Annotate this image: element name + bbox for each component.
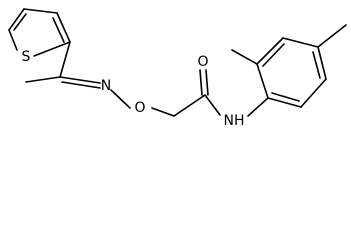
bond-ar5-ar6 bbox=[300, 78, 327, 108]
bond-c2-c-imine bbox=[59, 41, 71, 78]
ether-oxygen-label: O bbox=[134, 100, 145, 116]
bond-c5-c4-inner bbox=[13, 13, 27, 31]
bond-ar5-methyl bbox=[317, 24, 347, 48]
bond-ar2-methyl bbox=[231, 49, 258, 65]
bond-c-n-amide bbox=[204, 94, 221, 116]
bond-c5-c4 bbox=[8, 8, 25, 31]
bond-c2-s bbox=[33, 41, 71, 57]
bond-c4-c3 bbox=[23, 8, 58, 14]
bond-o-ch2 bbox=[151, 107, 175, 117]
bond-ar4-ar5-inner bbox=[312, 51, 321, 79]
bond-c3-c2 bbox=[56, 12, 71, 43]
bond-ar4-ar5 bbox=[317, 46, 327, 80]
oxime-chain bbox=[25, 41, 269, 117]
sulfur-label: S bbox=[22, 49, 31, 65]
atom-labels: S N O O NH bbox=[22, 49, 245, 129]
bond-ar1-ar2 bbox=[256, 63, 269, 99]
bond-c3-c2-inner bbox=[52, 17, 65, 43]
bond-ar3-ar4 bbox=[282, 37, 319, 48]
imine-nitrogen-label: N bbox=[101, 78, 111, 94]
thiophene-ring bbox=[8, 8, 71, 57]
bond-s-c5 bbox=[8, 29, 18, 51]
bond-ar2-ar3 bbox=[256, 37, 284, 65]
amide-nh-label: NH bbox=[224, 113, 245, 129]
structure-canvas: S N O O NH bbox=[8, 8, 347, 129]
bond-ch2-c-carbonyl bbox=[173, 94, 206, 117]
bond-ar6-ar1 bbox=[267, 97, 302, 108]
bond-c-o-double-2 bbox=[205, 69, 209, 96]
bond-c-imine-methyl bbox=[25, 76, 61, 83]
carbonyl-oxygen-label: O bbox=[197, 54, 208, 70]
bond-n-aryl bbox=[247, 97, 269, 117]
dimethylphenyl-ring bbox=[231, 24, 347, 108]
bond-c-o-double-1 bbox=[199, 69, 203, 96]
bond-c-n-double-2 bbox=[61, 81, 101, 89]
bond-ar6-ar1-inner bbox=[271, 92, 300, 102]
bond-ar2-ar3-inner bbox=[262, 43, 285, 67]
bond-c-n-double-1 bbox=[59, 76, 101, 84]
chemical-structure-diagram: S N O O NH bbox=[8, 8, 347, 129]
bond-n-o bbox=[110, 89, 131, 109]
